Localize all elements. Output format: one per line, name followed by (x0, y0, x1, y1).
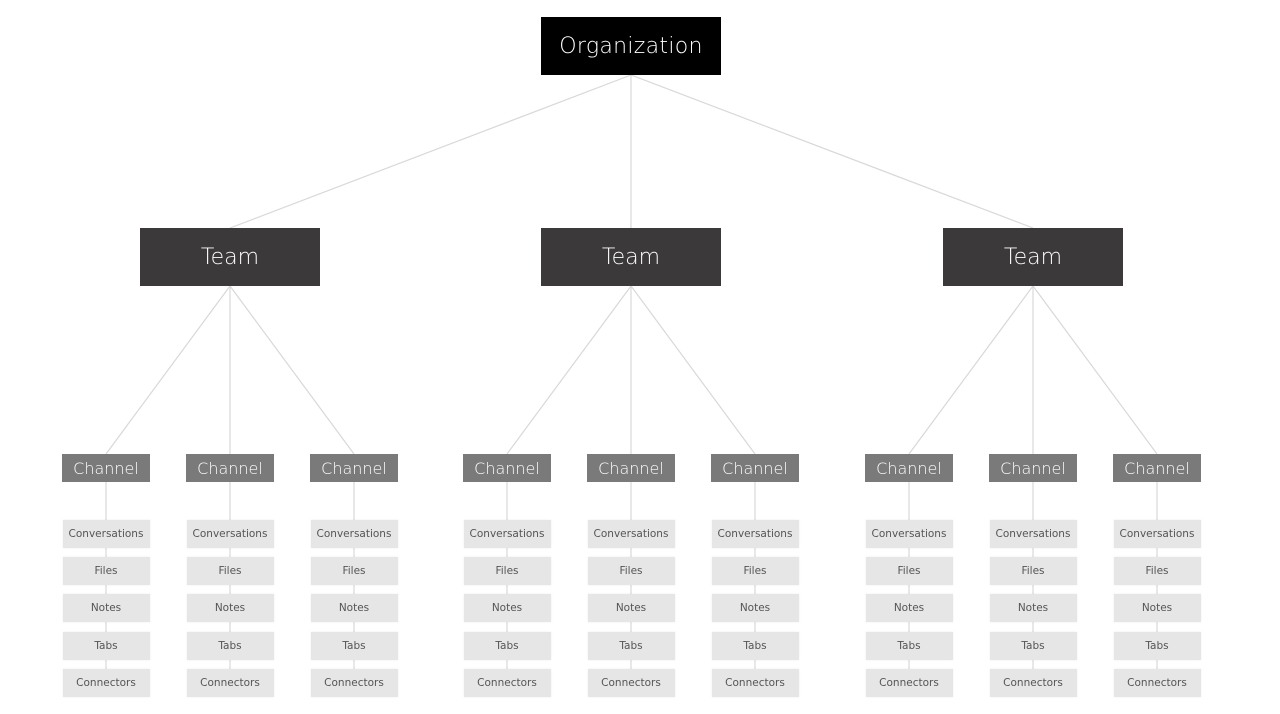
channel-item-conversations: Conversations (186, 520, 274, 548)
org-to-team-line (630, 74, 1034, 229)
channel-item-notes: Notes (711, 594, 799, 622)
channel-node: Channel (310, 454, 398, 482)
channel-node: Channel (186, 454, 274, 482)
channel-item-files: Files (62, 557, 150, 585)
channel-item-files: Files (463, 557, 551, 585)
channel-item-files: Files (1113, 557, 1201, 585)
channel-item-notes: Notes (587, 594, 675, 622)
channel-item-connectors: Connectors (711, 669, 799, 697)
channel-item-conversations: Conversations (587, 520, 675, 548)
channel-item-conversations: Conversations (310, 520, 398, 548)
team-to-channel-line (506, 285, 632, 455)
channel-node: Channel (865, 454, 953, 482)
channel-item-connectors: Connectors (989, 669, 1077, 697)
team-node: Team (541, 228, 721, 286)
channel-item-tabs: Tabs (587, 632, 675, 660)
channel-item-connectors: Connectors (62, 669, 150, 697)
channel-item-files: Files (310, 557, 398, 585)
channel-item-connectors: Connectors (865, 669, 953, 697)
channel-item-conversations: Conversations (62, 520, 150, 548)
channel-item-files: Files (186, 557, 274, 585)
channel-item-notes: Notes (865, 594, 953, 622)
channel-item-conversations: Conversations (463, 520, 551, 548)
channel-item-conversations: Conversations (865, 520, 953, 548)
channel-node: Channel (463, 454, 551, 482)
organization-node: Organization (541, 17, 721, 75)
channel-item-tabs: Tabs (186, 632, 274, 660)
channel-item-files: Files (989, 557, 1077, 585)
channel-node: Channel (711, 454, 799, 482)
channel-item-tabs: Tabs (310, 632, 398, 660)
channel-item-files: Files (587, 557, 675, 585)
channel-item-conversations: Conversations (711, 520, 799, 548)
channel-item-notes: Notes (989, 594, 1077, 622)
channel-item-tabs: Tabs (989, 632, 1077, 660)
team-to-channel-line (229, 285, 355, 455)
channel-item-tabs: Tabs (711, 632, 799, 660)
channel-item-tabs: Tabs (463, 632, 551, 660)
channel-item-files: Files (711, 557, 799, 585)
channel-item-conversations: Conversations (989, 520, 1077, 548)
channel-node: Channel (587, 454, 675, 482)
channel-item-connectors: Connectors (463, 669, 551, 697)
channel-item-notes: Notes (310, 594, 398, 622)
channel-item-tabs: Tabs (865, 632, 953, 660)
org-to-team-line (229, 74, 632, 229)
channel-item-files: Files (865, 557, 953, 585)
channel-item-notes: Notes (186, 594, 274, 622)
channel-node: Channel (62, 454, 150, 482)
channel-node: Channel (1113, 454, 1201, 482)
channel-item-connectors: Connectors (1113, 669, 1201, 697)
channel-item-notes: Notes (1113, 594, 1201, 622)
channel-item-conversations: Conversations (1113, 520, 1201, 548)
channel-item-connectors: Connectors (186, 669, 274, 697)
team-to-channel-line (1032, 285, 1158, 455)
team-to-channel-line (105, 285, 231, 455)
team-node: Team (140, 228, 320, 286)
team-node: Team (943, 228, 1123, 286)
channel-node: Channel (989, 454, 1077, 482)
team-to-channel-line (630, 285, 756, 455)
channel-item-connectors: Connectors (310, 669, 398, 697)
channel-item-notes: Notes (463, 594, 551, 622)
channel-item-tabs: Tabs (62, 632, 150, 660)
channel-item-notes: Notes (62, 594, 150, 622)
channel-item-connectors: Connectors (587, 669, 675, 697)
channel-item-tabs: Tabs (1113, 632, 1201, 660)
team-to-channel-line (908, 285, 1034, 455)
